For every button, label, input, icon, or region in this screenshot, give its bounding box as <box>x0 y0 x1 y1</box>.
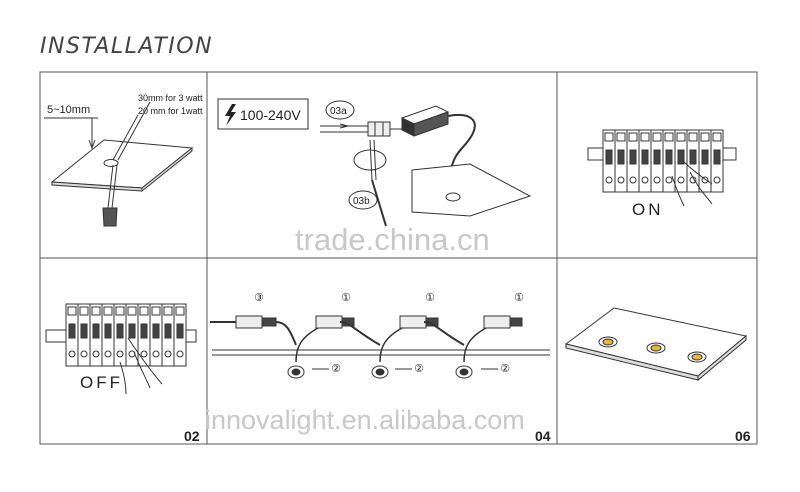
hole-size-1w-label: 20 mm for 1watt <box>138 106 203 116</box>
hole-size-3w-label: 30mm for 3 watt <box>138 93 203 103</box>
breaker-off-label: OFF <box>80 373 123 392</box>
lightning-icon <box>225 104 236 126</box>
breaker-module <box>101 303 115 367</box>
breaker-module <box>113 303 127 367</box>
breaker-module <box>137 303 151 367</box>
light-connector <box>339 315 439 363</box>
breaker-module <box>674 129 688 193</box>
callout-marker: ② <box>331 363 341 375</box>
breaker-module <box>173 303 187 367</box>
breaker-module <box>602 129 616 193</box>
breaker-module <box>650 129 664 193</box>
breaker-module <box>638 129 652 193</box>
breaker-module <box>65 303 79 367</box>
light-connector <box>275 315 355 363</box>
breaker-module <box>626 129 640 193</box>
breaker-module <box>662 129 676 193</box>
breaker-module <box>614 129 628 193</box>
panel-number-02: 02 <box>184 428 200 444</box>
step-03b-label: 03b <box>353 196 370 207</box>
callout-marker: ① <box>341 292 351 304</box>
breaker-module <box>77 303 91 367</box>
installed-downlight <box>687 351 707 363</box>
watermark-innovalight: innovalight.en.alibaba.com <box>205 405 525 435</box>
downlight <box>287 365 305 379</box>
downlight <box>455 365 473 379</box>
watermark-trade: trade.china.cn <box>295 222 490 257</box>
voltage-label: 100-240V <box>240 107 301 123</box>
breaker-module <box>149 303 163 367</box>
breaker-module <box>161 303 175 367</box>
panel-breaker-on <box>587 129 737 207</box>
breaker-module <box>686 129 700 193</box>
panel-drill-hole <box>44 101 194 227</box>
callout-marker: ② <box>414 363 424 375</box>
callout-marker: ③ <box>254 292 264 304</box>
callout-marker: ① <box>425 292 435 304</box>
panel-number-04: 04 <box>535 428 551 444</box>
callout-marker: ② <box>500 363 510 375</box>
breaker-on-label: ON <box>632 200 664 219</box>
panel-breaker-off <box>45 303 197 395</box>
panel-number-06: 06 <box>735 428 751 444</box>
installed-downlight <box>598 336 618 348</box>
panel-connect-lights <box>210 315 550 379</box>
gap-dimension-label: 5~10mm <box>47 104 90 116</box>
breaker-module <box>125 303 139 367</box>
breaker-module <box>710 129 724 193</box>
downlight <box>371 365 389 379</box>
step-03a-label: 03a <box>330 106 347 117</box>
page-title: INSTALLATION <box>40 34 214 59</box>
panel-wiring <box>217 98 532 227</box>
breaker-module <box>89 303 103 367</box>
installed-downlight <box>646 342 666 354</box>
light-connector <box>423 315 523 363</box>
callout-marker: ① <box>514 292 524 304</box>
panel-grid <box>39 71 758 445</box>
